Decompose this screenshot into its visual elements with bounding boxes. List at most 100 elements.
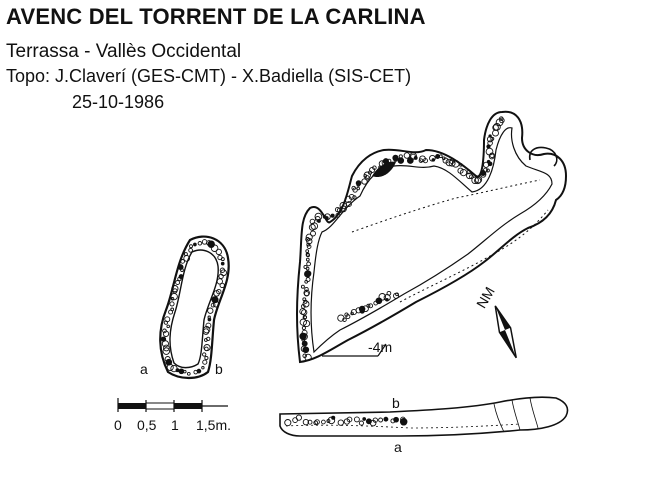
plan-view-rocks: [299, 116, 505, 362]
rock-mark: [175, 280, 181, 285]
rock-mark: [321, 419, 326, 425]
north-arrow-label: NM: [473, 284, 498, 311]
rock-mark: [488, 134, 492, 138]
rock-mark: [207, 317, 212, 322]
rock-mark: [372, 417, 378, 423]
rock-mark: [304, 270, 311, 278]
rock-mark: [302, 297, 307, 302]
rock-mark: [202, 359, 208, 365]
rock-mark: [204, 355, 209, 361]
rock-mark: [295, 414, 302, 421]
rock-mark: [350, 311, 354, 316]
cross-section: a b: [140, 235, 230, 380]
rock-mark: [490, 136, 495, 141]
rock-mark: [220, 261, 225, 266]
rock-mark: [313, 420, 319, 426]
rock-mark: [305, 249, 310, 253]
rock-mark: [413, 155, 418, 160]
rock-mark: [301, 309, 308, 316]
rock-mark: [306, 244, 312, 249]
rock-mark: [337, 419, 344, 426]
rock-mark: [342, 317, 347, 322]
rock-mark: [302, 418, 310, 426]
rock-mark: [301, 329, 308, 336]
rock-mark: [356, 186, 360, 191]
survey-location: Terrassa - Vallès Occidental: [6, 41, 242, 62]
rock-mark: [305, 237, 310, 242]
rock-mark: [358, 420, 364, 426]
rock-mark: [392, 154, 399, 162]
rock-mark: [197, 241, 203, 246]
rock-mark: [469, 174, 474, 180]
rock-mark: [170, 307, 175, 312]
rock-mark: [340, 205, 347, 213]
rock-mark: [403, 152, 411, 159]
rock-mark: [369, 166, 376, 174]
rock-mark: [162, 328, 167, 334]
rock-mark: [201, 366, 205, 370]
profile-rocks: [284, 414, 408, 427]
rock-mark: [386, 158, 392, 164]
rock-mark: [189, 244, 193, 249]
depth-label: -4m: [368, 339, 392, 355]
rock-mark: [344, 312, 349, 317]
rock-mark: [180, 259, 185, 264]
rock-mark: [164, 316, 171, 323]
scale-tick-0: 0: [114, 417, 122, 433]
rock-mark: [351, 185, 356, 191]
rock-mark: [362, 417, 367, 421]
rock-mark: [474, 176, 483, 184]
rock-mark: [210, 302, 216, 308]
rock-mark: [160, 336, 167, 342]
rock-mark: [170, 297, 175, 301]
rock-mark: [169, 301, 175, 307]
rock-mark: [485, 147, 494, 156]
rock-mark: [324, 213, 331, 221]
rock-mark: [301, 325, 306, 331]
survey-authors: Topo: J.Claverí (GES-CMT) - X.Badiella (…: [6, 66, 412, 86]
rock-mark: [188, 247, 193, 253]
rock-mark: [485, 168, 490, 173]
rock-mark: [487, 140, 493, 146]
rock-mark: [372, 165, 377, 170]
rock-mark: [165, 358, 173, 366]
north-arrow: [494, 305, 517, 359]
rock-mark: [438, 154, 443, 159]
rock-mark: [375, 297, 383, 305]
rock-mark: [499, 117, 505, 124]
rock-mark: [451, 159, 460, 168]
rock-mark: [202, 328, 210, 335]
rock-mark: [212, 300, 220, 308]
survey-date: 25-10-1986: [72, 92, 165, 112]
profile-section: b a: [279, 395, 569, 455]
cross-section-label-a: a: [140, 361, 148, 377]
rock-mark: [207, 307, 214, 314]
rock-mark: [178, 368, 185, 375]
rock-mark: [178, 274, 184, 280]
rock-mark: [442, 157, 449, 164]
rock-mark: [166, 324, 170, 329]
profile-label-a: a: [394, 439, 402, 455]
rock-mark: [303, 319, 311, 328]
rock-mark: [314, 419, 320, 425]
scale-tick-15: 1,5m.: [196, 417, 231, 433]
rock-mark: [305, 277, 311, 282]
rock-mark: [499, 116, 504, 121]
rock-mark: [215, 248, 222, 256]
rock-mark: [459, 168, 468, 177]
rock-mark: [302, 353, 307, 359]
rock-mark: [448, 159, 456, 167]
rock-mark: [300, 284, 305, 289]
rock-mark: [302, 300, 310, 308]
rock-mark: [308, 223, 316, 231]
rock-mark: [204, 338, 208, 342]
rock-mark: [395, 292, 399, 297]
rock-mark: [163, 320, 169, 325]
rock-mark: [307, 419, 313, 425]
rock-mark: [305, 257, 310, 262]
rock-mark: [352, 195, 357, 200]
rock-mark: [466, 172, 473, 180]
cross-section-label-b: b: [215, 361, 223, 377]
rock-mark: [207, 240, 215, 248]
